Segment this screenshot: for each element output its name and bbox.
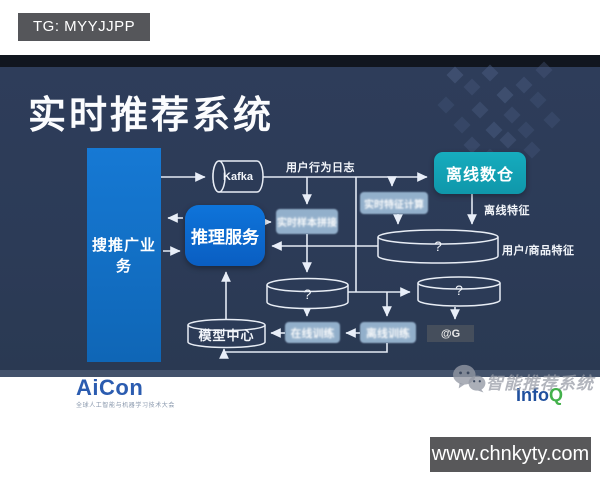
url-badge: www.chnkyty.com [430, 437, 591, 472]
flow-arrows [161, 172, 477, 359]
feature-store-cylinder [377, 229, 499, 264]
slide-top-strip [0, 55, 600, 67]
infoq-logo-q: Q [549, 385, 564, 405]
aicon-logo-text: AiCon [76, 375, 144, 400]
model-store-question: ? [455, 282, 463, 298]
node-offline-training: 离线训练 [360, 322, 416, 343]
node-business: 搜推广业务 [87, 148, 161, 362]
infoq-logo: InfoQ [516, 385, 563, 406]
node-realtime-feature-calc: 实时特征计算 [360, 192, 428, 214]
watermark-text: 智能推荐系统 [486, 374, 594, 393]
node-serving-box: @G [427, 325, 474, 342]
tg-badge: TG: MYYJJPP [18, 13, 151, 41]
node-model-center-label: 模型中心 [198, 327, 255, 343]
infoq-logo-info: Info [516, 385, 549, 405]
slide-title: 实时推荐系统 [28, 95, 275, 137]
edge-label-user-behavior-log: 用户行为日志 [286, 162, 355, 174]
slide: 实时推荐系统 搜推广业务 Kafka 推理服务 离线数仓 实时样本拼接 实时特征… [0, 55, 600, 377]
aicon-logo: AiCon 全球人工智能与机器学习技术大会 [76, 375, 176, 410]
node-kafka-label: Kafka [223, 171, 253, 183]
diagram-canvas [161, 61, 561, 359]
watermark: 智能推荐系统 [452, 363, 594, 394]
node-realtime-sample-join: 实时样本拼接 [276, 209, 338, 234]
node-online-training: 在线训练 [285, 322, 340, 343]
sample-store-cylinder [266, 277, 349, 310]
node-offline-data-warehouse: 离线数仓 [434, 152, 526, 194]
feature-store-question: ? [434, 238, 442, 254]
sample-store-question: ? [303, 286, 312, 302]
slide-bottom-glow [0, 370, 600, 377]
node-inference-service: 推理服务 [185, 205, 265, 266]
edge-label-user-item-feature: 用户/商品特征 [502, 245, 575, 257]
wechat-icon [453, 364, 486, 393]
edge-label-offline-feature: 离线特征 [484, 205, 530, 217]
model-center-cylinder [187, 318, 266, 349]
kafka-cylinder [212, 160, 264, 193]
model-store-cylinder [417, 276, 501, 307]
aicon-tagline: 全球人工智能与机器学习技术大会 [76, 403, 176, 409]
hexagon-pattern [437, 61, 561, 166]
